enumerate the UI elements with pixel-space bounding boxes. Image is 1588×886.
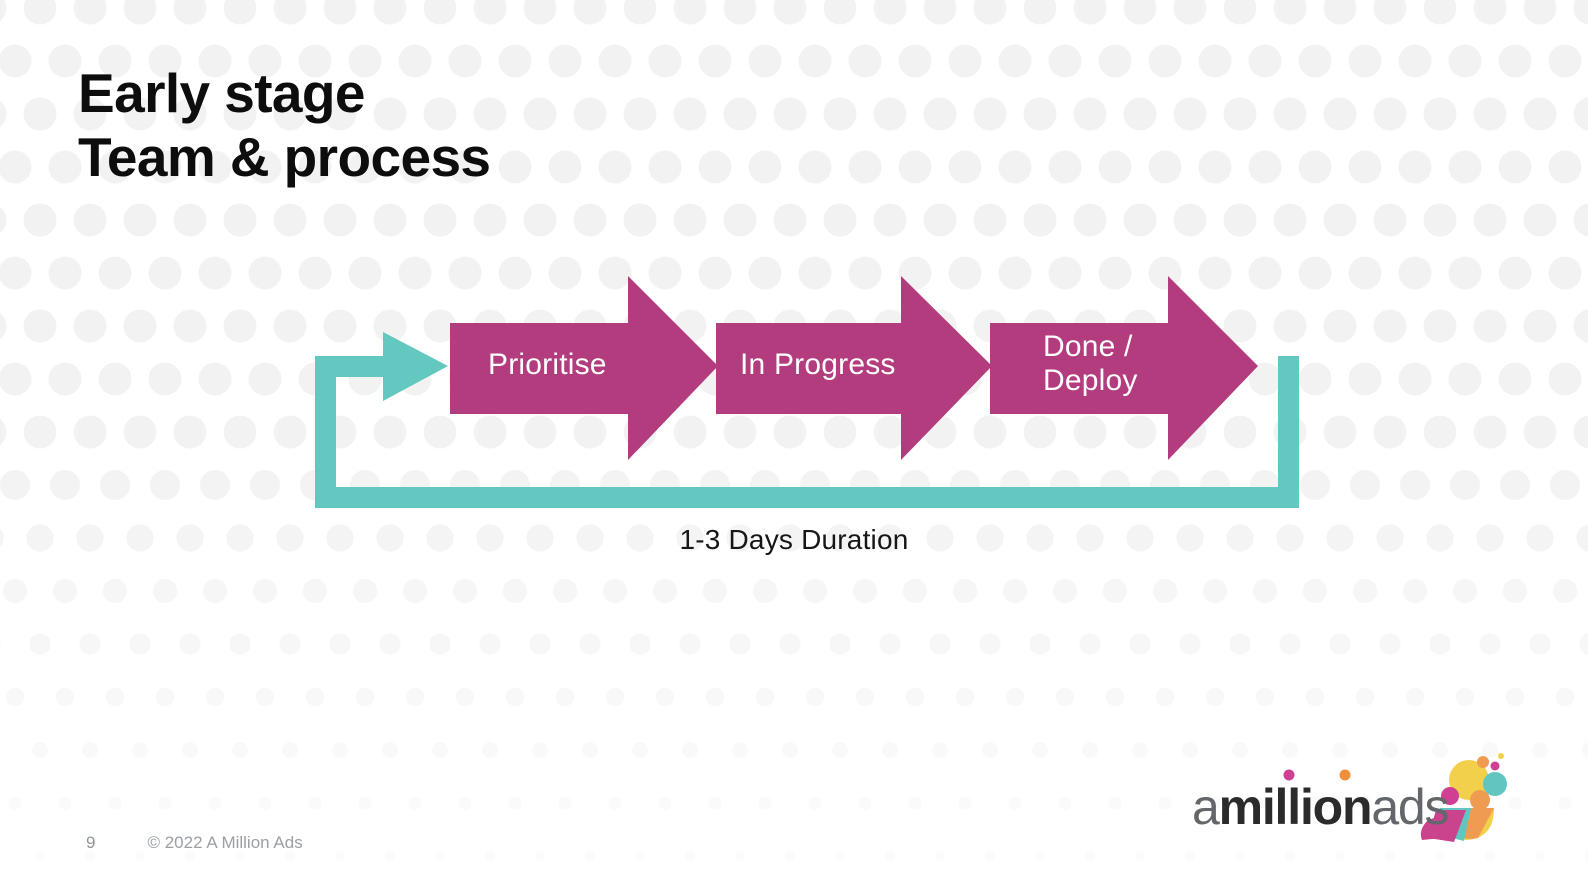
process-step-label-prioritise: Prioritise (488, 348, 607, 381)
title-line-2: Team & process (78, 125, 491, 188)
copyright-text: © 2022 A Million Ads (147, 833, 303, 852)
logo-word-a: a (1192, 779, 1220, 835)
title-line-1: Early stage (78, 62, 366, 124)
logo-word-ads: ads (1371, 779, 1449, 835)
amillionads-logo: amillionads (1192, 742, 1522, 842)
logo-word-million: million (1218, 779, 1373, 835)
diagram-caption: 1-3 Days Duration (679, 524, 909, 555)
slide-footer: 9 © 2022 A Million Ads (86, 833, 303, 853)
logo-mark-icon (1420, 753, 1507, 842)
process-step-done-deploy[interactable] (990, 276, 1258, 460)
process-step-in-progress[interactable] (716, 276, 992, 460)
process-step-label-in-progress: In Progress (740, 348, 896, 381)
process-step-label-done-deploy: Done / Deploy (1043, 330, 1138, 397)
page-number: 9 (86, 833, 96, 852)
logo-wordmark: amillionads (1192, 779, 1450, 835)
page-title: Early stage Team & process (78, 62, 978, 190)
feedback-loop-arrow (315, 332, 1299, 508)
process-step-prioritise[interactable] (450, 276, 718, 460)
